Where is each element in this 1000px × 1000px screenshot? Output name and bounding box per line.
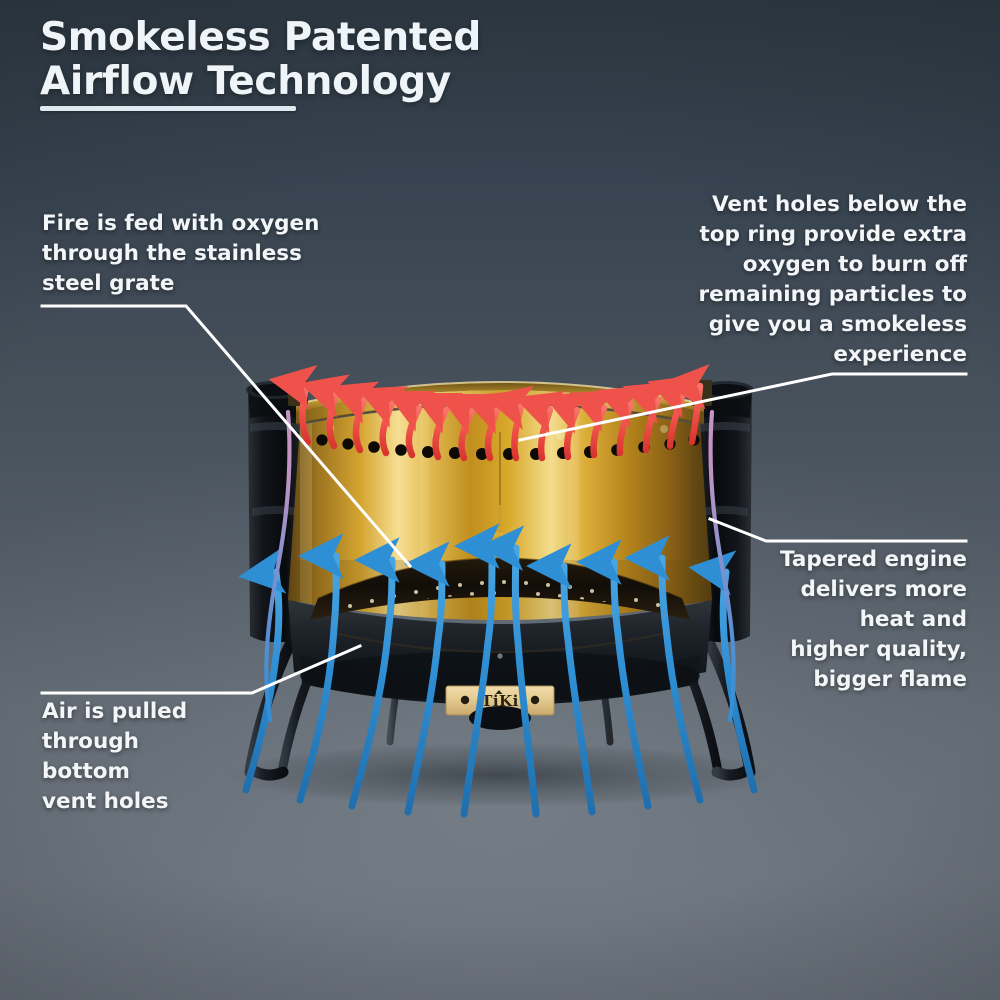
callout-vent-holes: Vent holes below the top ring provide ex…: [698, 192, 968, 367]
callout-tapered-engine: Tapered engine delivers more heat and hi…: [780, 547, 967, 692]
title-underline: [40, 106, 296, 111]
page-title: Smokeless Patented Airflow Technology: [40, 15, 482, 104]
callout-air-intake: Air is pulled through bottom vent holes: [42, 699, 188, 814]
callout-grate: Fire is fed with oxygen through the stai…: [42, 211, 320, 296]
